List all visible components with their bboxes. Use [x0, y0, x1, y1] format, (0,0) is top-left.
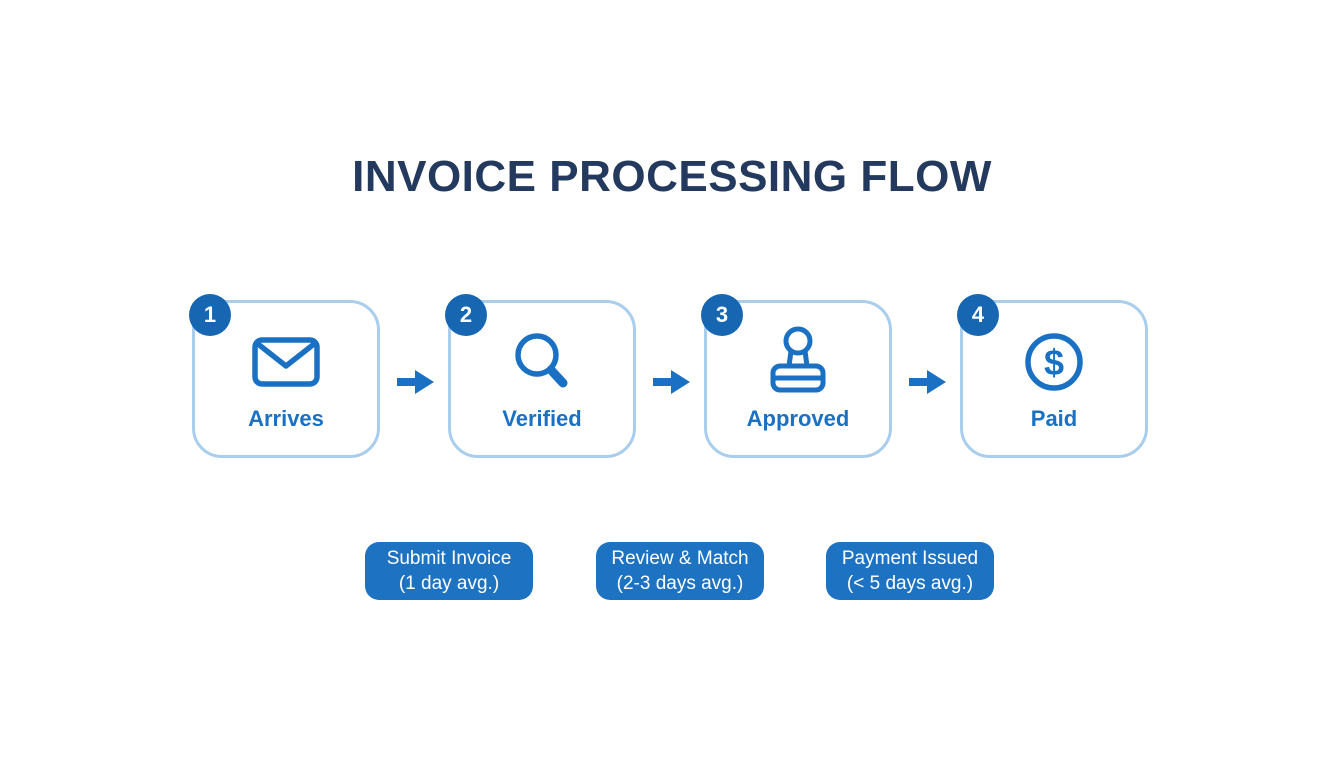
- step-number-badge: 3: [701, 294, 743, 336]
- step-box-verified: 2 Verified: [445, 294, 636, 458]
- step-box-paid: 4 $ Paid: [957, 294, 1148, 458]
- step-number-badge: 2: [445, 294, 487, 336]
- step-label: Paid: [1030, 406, 1078, 431]
- page-title: INVOICE PROCESSING FLOW: [352, 152, 992, 201]
- badge-line1: Submit Invoice: [386, 548, 512, 569]
- badge-line1: Review & Match: [611, 548, 749, 569]
- arrow-right-icon: [650, 366, 692, 398]
- step-box-approved: 3 Approved: [701, 294, 892, 458]
- duration-badge-payment-issued: Payment Issued (< 5 days avg.): [826, 542, 994, 600]
- step-label: Verified: [502, 406, 582, 431]
- stamp-icon: [762, 326, 834, 398]
- badge-line2: (< 5 days avg.): [846, 573, 974, 594]
- badge-line1: Payment Issued: [841, 548, 979, 569]
- svg-text:$: $: [1044, 342, 1064, 383]
- dollar-icon: $: [1018, 326, 1090, 398]
- badge-line2: (2-3 days avg.): [616, 573, 744, 594]
- step-number-badge: 4: [957, 294, 999, 336]
- badge-line2: (1 day avg.): [398, 573, 500, 594]
- magnifier-icon: [506, 326, 578, 398]
- duration-badge-review-match: Review & Match (2-3 days avg.): [596, 542, 764, 600]
- step-label: Approved: [746, 406, 850, 431]
- envelope-icon: [250, 326, 322, 398]
- step-number-badge: 1: [189, 294, 231, 336]
- step-label: Arrives: [248, 406, 324, 431]
- duration-badge-submit-invoice: Submit Invoice (1 day avg.): [365, 542, 533, 600]
- step-box-arrives: 1 Arrives: [189, 294, 380, 458]
- arrow-right-icon: [906, 366, 948, 398]
- arrow-right-icon: [394, 366, 436, 398]
